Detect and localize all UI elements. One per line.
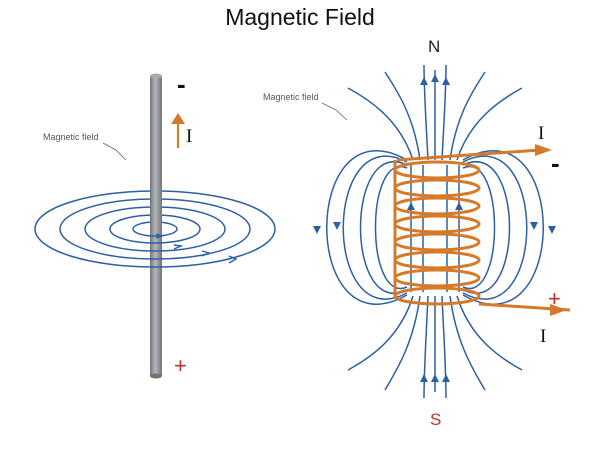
field-direction-arrow-icon: [313, 74, 556, 382]
page-title: Magnetic Field: [225, 4, 375, 30]
field-direction-arrow-icon: [155, 233, 238, 264]
wire-field-label: Magnetic field: [43, 132, 99, 142]
coil-bottom-current-label: I: [540, 326, 546, 347]
coil-field-label: Magnetic field: [263, 92, 319, 102]
coil-negative-sign: -: [551, 148, 560, 178]
solenoid-diagram: N S I I - + Magnetic field: [263, 37, 571, 429]
north-pole-label: N: [428, 37, 440, 56]
wire-rod: [150, 73, 162, 379]
current-arrow-icon: [171, 113, 185, 148]
current-arrow-icon: [535, 144, 567, 316]
coil-field-leader-line: [321, 102, 348, 121]
straight-wire-diagram: I - + Magnetic field: [34, 69, 276, 379]
wire-field-lines-front: [34, 228, 276, 268]
wire-negative-sign: -: [177, 69, 186, 99]
copper-coil: [393, 148, 571, 312]
coil-top-current-label: I: [538, 123, 544, 144]
wire-current-label: I: [186, 126, 192, 147]
south-pole-label: S: [430, 410, 441, 429]
wire-positive-sign: +: [174, 353, 187, 378]
coil-positive-sign: +: [548, 286, 561, 311]
wire-field-leader-line: [102, 142, 127, 161]
